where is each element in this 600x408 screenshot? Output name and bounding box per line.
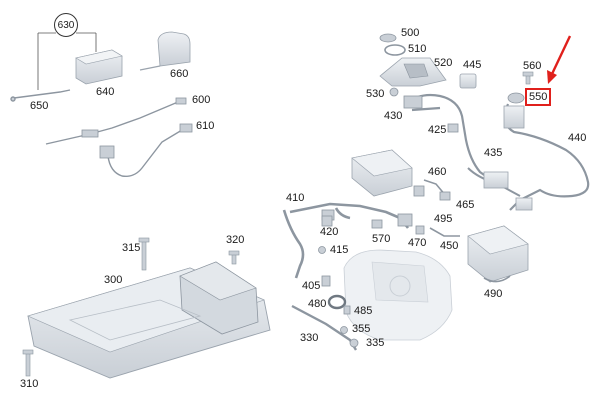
part-440-harness xyxy=(503,103,590,211)
part-480 xyxy=(327,294,347,310)
part-470 xyxy=(415,225,425,235)
callout-660: 660 xyxy=(170,68,189,80)
callout-445: 445 xyxy=(463,59,482,71)
part-430-harness xyxy=(403,93,501,187)
part-315-bolt xyxy=(138,237,150,271)
leader-630 xyxy=(37,32,97,90)
part-300-battery-pack xyxy=(27,261,271,379)
callout-640: 640 xyxy=(96,86,115,98)
callout-420: 420 xyxy=(320,226,339,238)
part-415 xyxy=(318,246,326,254)
callout-300: 300 xyxy=(104,274,123,286)
part-660-module xyxy=(139,31,191,71)
part-570 xyxy=(371,219,383,229)
callout-430: 430 xyxy=(384,110,403,122)
part-450 xyxy=(429,227,460,237)
callout-495: 495 xyxy=(434,213,453,225)
part-405 xyxy=(321,275,331,287)
callout-530: 530 xyxy=(366,88,385,100)
part-320-bolt xyxy=(228,250,240,265)
callout-470: 470 xyxy=(408,237,427,249)
callout-650: 650 xyxy=(30,100,49,112)
red-arrow-icon xyxy=(547,35,572,84)
part-435-assembly xyxy=(467,167,533,211)
callout-320: 320 xyxy=(226,234,245,246)
callout-465: 465 xyxy=(456,199,475,211)
part-550-cover xyxy=(507,92,525,104)
callout-440: 440 xyxy=(568,132,587,144)
callout-570: 570 xyxy=(372,233,391,245)
callout-490: 490 xyxy=(484,288,503,300)
part-640-module xyxy=(75,49,123,85)
callout-550-highlighted: 550 xyxy=(525,88,552,106)
part-650-cable xyxy=(10,89,71,102)
callout-335: 335 xyxy=(366,337,385,349)
callout-500: 500 xyxy=(401,27,420,39)
callout-520: 520 xyxy=(434,57,453,69)
drive-unit-housing xyxy=(343,249,453,341)
part-425 xyxy=(447,123,459,133)
part-495 xyxy=(413,185,425,197)
part-465 xyxy=(439,191,451,201)
callout-415: 415 xyxy=(330,244,349,256)
callout-560: 560 xyxy=(523,60,542,72)
callout-405: 405 xyxy=(302,280,321,292)
part-335 xyxy=(349,338,359,348)
callout-330: 330 xyxy=(300,332,319,344)
callout-510: 510 xyxy=(408,43,427,55)
part-310-bolt xyxy=(22,349,34,377)
part-500-510-rings xyxy=(379,33,406,56)
callout-610: 610 xyxy=(196,120,215,132)
part-355 xyxy=(340,326,348,334)
callout-450: 450 xyxy=(440,240,459,252)
part-445 xyxy=(459,73,477,89)
callout-600: 600 xyxy=(192,94,211,106)
part-600-cable xyxy=(45,97,187,145)
callout-485: 485 xyxy=(354,305,373,317)
part-420 xyxy=(321,215,333,227)
callout-435: 435 xyxy=(484,147,503,159)
callout-355: 355 xyxy=(352,323,371,335)
callout-630: 630 xyxy=(54,13,78,37)
part-485 xyxy=(343,305,351,315)
part-560-bolt xyxy=(522,71,534,85)
callout-410: 410 xyxy=(286,192,305,204)
part-530 xyxy=(389,87,399,97)
callout-480: 480 xyxy=(308,298,327,310)
callout-310: 310 xyxy=(20,378,39,390)
callout-460: 460 xyxy=(428,166,447,178)
callout-315: 315 xyxy=(122,242,141,254)
callout-425: 425 xyxy=(428,124,447,136)
part-520-bracket xyxy=(379,57,447,87)
part-610-cable xyxy=(99,123,193,178)
part-490-module xyxy=(467,225,529,283)
center-power-module xyxy=(351,149,413,197)
